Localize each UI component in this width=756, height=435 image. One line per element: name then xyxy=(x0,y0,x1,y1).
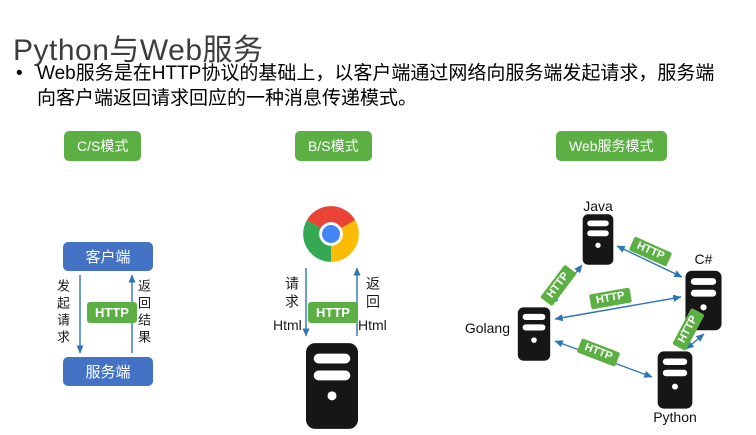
bullet-text: Web服务是在HTTP协议的基础上，以客户端通过网络向服务端发起请求，服务端向客… xyxy=(37,63,715,110)
node-label-python: Python xyxy=(653,409,697,425)
node-label-csharp: C# xyxy=(694,251,713,267)
http-badge-golang-python: HTTP xyxy=(576,338,621,367)
client-box: 客户端 xyxy=(63,242,153,271)
bs-request-label: 请求 xyxy=(284,276,300,312)
tag-web-service-mode: Web服务模式 xyxy=(556,131,667,161)
slide-title: Python与Web服务 xyxy=(13,34,264,68)
bs-http-badge: HTTP xyxy=(308,302,358,323)
bullet-paragraph: • Web服务是在HTTP协议的基础上，以客户端通过网络向服务端发起请求，服务端… xyxy=(16,61,728,112)
bs-response-format: Html xyxy=(358,317,387,333)
tag-bs-mode: B/S模式 xyxy=(295,131,372,161)
http-badge-java-csharp: HTTP xyxy=(628,236,673,267)
bs-response-label: 返回 xyxy=(365,276,381,312)
node-label-java: Java xyxy=(583,198,613,214)
node-label-golang: Golang xyxy=(464,320,510,336)
cs-http-badge: HTTP xyxy=(87,302,137,323)
chrome-icon xyxy=(303,206,359,262)
server-icon xyxy=(581,213,615,266)
server-box: 服务端 xyxy=(63,357,153,386)
server-icon xyxy=(303,341,361,431)
bs-request-format: Html xyxy=(273,317,302,333)
server-icon xyxy=(516,306,552,362)
http-badge-golang-java: HTTP xyxy=(540,264,577,307)
http-badge-golang-csharp: HTTP xyxy=(589,287,632,310)
bullet-marker: • xyxy=(16,63,23,84)
server-icon xyxy=(655,350,695,410)
cs-response-label: 返回结果 xyxy=(136,279,151,347)
cs-request-label: 发起请求 xyxy=(55,279,70,347)
tag-cs-mode: C/S模式 xyxy=(64,131,142,161)
